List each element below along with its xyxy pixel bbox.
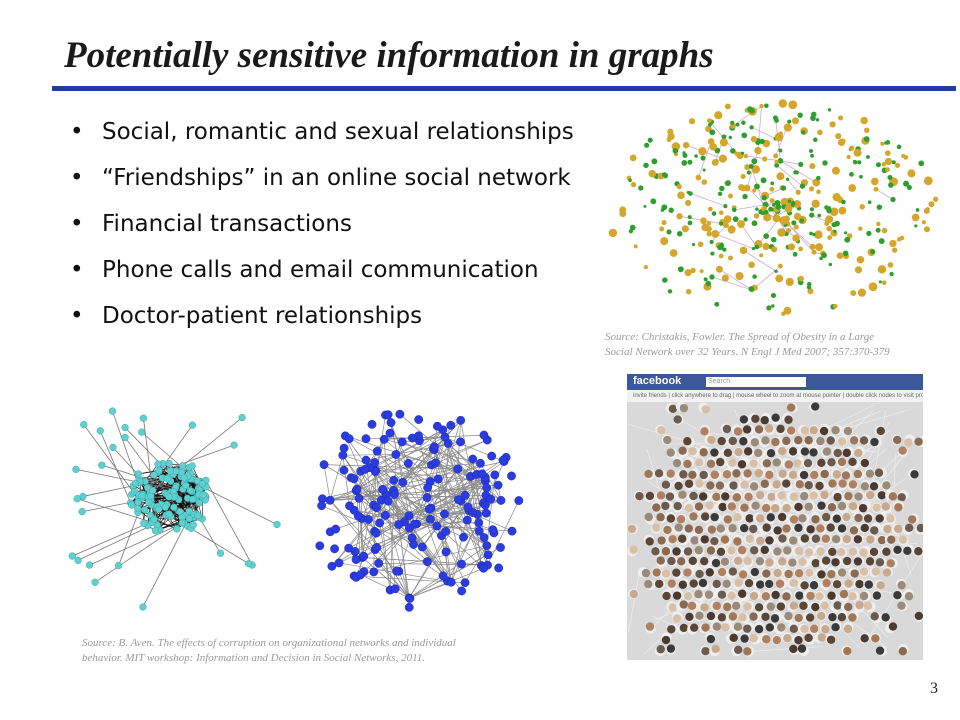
bullet-text: “Friendships” in an online social networ… xyxy=(102,165,571,191)
bullet-item: • Phone calls and email communication xyxy=(70,250,574,296)
bullet-dot: • xyxy=(70,211,84,237)
source-line: Source: Christakis, Fowler. The Spread o… xyxy=(605,331,875,343)
blue-corruption-network xyxy=(315,409,524,612)
page-number: 3 xyxy=(930,680,938,697)
bullet-text: Doctor-patient relationships xyxy=(102,303,423,329)
title-underline xyxy=(52,86,956,91)
bullet-dot: • xyxy=(70,119,84,145)
bullet-text: Phone calls and email communication xyxy=(102,257,539,283)
teal-corruption-network xyxy=(68,407,281,611)
source-line: Social Network over 32 Years. N Engl J M… xyxy=(605,346,890,358)
slide-title: Potentially sensitive information in gra… xyxy=(64,35,714,76)
facebook-instructions-bar: invite friends | click anywhere to drag … xyxy=(627,390,923,402)
bullet-item: • “Friendships” in an online social netwo… xyxy=(70,158,574,204)
facebook-friend-graph: facebook Search invite friends | click a… xyxy=(627,374,923,660)
bullet-item: • Social, romantic and sexual relationshi… xyxy=(70,112,574,158)
bullet-dot: • xyxy=(70,303,84,329)
bullet-list: • Social, romantic and sexual relationshi… xyxy=(70,112,574,342)
facebook-photo-collage xyxy=(627,401,923,657)
bullet-dot: • xyxy=(70,257,84,283)
source-line: behavior. MIT workshop: Information and … xyxy=(82,652,426,664)
corruption-source-citation: Source: B. Aven. The effects of corrupti… xyxy=(82,636,456,666)
facebook-search-input: Search xyxy=(706,377,806,387)
source-line: Source: B. Aven. The effects of corrupti… xyxy=(82,637,456,649)
obesity-source-citation: Source: Christakis, Fowler. The Spread o… xyxy=(605,330,890,360)
bullet-item: • Financial transactions xyxy=(70,204,574,250)
bullet-text: Financial transactions xyxy=(102,211,352,237)
facebook-logo: facebook xyxy=(633,375,682,387)
facebook-header-bar: facebook Search xyxy=(627,374,923,390)
bullet-item: • Doctor-patient relationships xyxy=(70,296,574,342)
bullet-dot: • xyxy=(70,165,84,191)
bullet-text: Social, romantic and sexual relationship… xyxy=(102,119,574,145)
obesity-network-graph xyxy=(608,99,939,316)
